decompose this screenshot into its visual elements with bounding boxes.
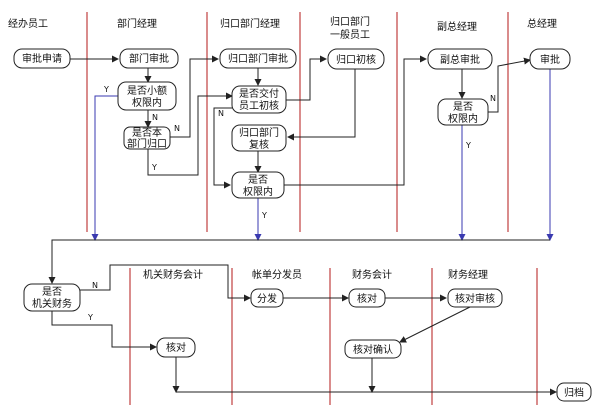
node-org-check-label: 核对 <box>166 341 186 354</box>
lane-header-staff: 经办员工 <box>8 17 48 30</box>
node-owner-recheck-label-2: 复核 <box>249 138 269 151</box>
node-own-dept-label-2: 部门归口 <box>127 137 167 150</box>
lane-header-owner-staff-2: 一般员工 <box>330 28 370 41</box>
node-acct-check: 核对 <box>348 288 386 308</box>
node-acct-check-label: 核对 <box>357 292 377 305</box>
node-owner-mgr-approve-label: 归口部门审批 <box>228 52 288 65</box>
edge <box>147 92 233 176</box>
lane-header-owner-dept-manager: 归口部门经理 <box>220 17 280 30</box>
node-deputy-within-label-1: 是否 <box>453 101 473 113</box>
lane-header-accountant: 财务会计 <box>352 268 392 281</box>
node-is-org-finance-label-1: 是否 <box>42 286 62 298</box>
edge <box>80 264 251 302</box>
edge <box>284 55 427 186</box>
node-gm-approve-label: 审批 <box>540 53 560 66</box>
node-deputy-approve-label: 副总审批 <box>440 53 480 66</box>
node-deputy-approve: 副总审批 <box>427 48 493 70</box>
edge <box>399 306 471 343</box>
node-need-staff: 是否交付 员工初核 <box>231 85 287 114</box>
node-owner-recheck-label-1: 归口部门 <box>239 126 279 139</box>
lane-header-ledger-distributor: 帐单分发员 <box>252 268 302 281</box>
lane-header-finance-manager: 财务经理 <box>448 268 488 281</box>
node-is-org-finance: 是否 机关财务 <box>23 283 81 312</box>
node-owner-first-check-label: 归口初核 <box>336 53 376 66</box>
lane-header-deputy-gm: 副总经理 <box>437 20 477 33</box>
edge <box>48 239 550 284</box>
edge-label-y: Y <box>103 85 109 94</box>
node-confirm-check-label: 核对确认 <box>353 343 393 356</box>
node-dept-approve-label: 部门审批 <box>129 52 169 65</box>
edge <box>91 95 120 241</box>
edge-label-n: N <box>490 94 496 103</box>
node-owner-recheck: 归口部门 复核 <box>231 124 287 152</box>
node-distribute: 分发 <box>250 288 284 308</box>
edge-label-n: N <box>174 124 180 133</box>
node-own-dept-label-1: 是否本 <box>132 126 162 139</box>
node-within-auth-label-1: 是否 <box>248 174 268 186</box>
node-deputy-within: 是否 权限内 <box>437 98 489 126</box>
lane-header-gm: 总经理 <box>527 17 557 30</box>
node-is-org-finance-label-2: 机关财务 <box>32 297 72 310</box>
edge-label-y: Y <box>151 163 157 172</box>
edge <box>286 55 327 101</box>
node-need-staff-label-2: 员工初核 <box>239 99 279 112</box>
node-need-staff-label-1: 是否交付 <box>239 87 279 100</box>
node-mgr-check: 核对审核 <box>447 288 503 308</box>
edge <box>51 310 157 351</box>
node-small-amount: 是否小额 权限内 <box>117 81 177 111</box>
edge <box>488 57 531 113</box>
node-apply-label: 审批申请 <box>22 52 62 65</box>
edge-label-y: Y <box>87 313 93 322</box>
node-mgr-check-label: 核对审核 <box>455 292 495 305</box>
node-archive-label: 归档 <box>564 386 584 399</box>
node-owner-first-check: 归口初核 <box>327 48 385 70</box>
node-distribute-label: 分发 <box>257 292 277 305</box>
node-org-check: 核对 <box>156 337 196 358</box>
node-deputy-within-label-2: 权限内 <box>448 112 478 125</box>
node-owner-mgr-approve: 归口部门审批 <box>219 48 297 69</box>
node-within-auth-label-2: 权限内 <box>243 185 273 198</box>
node-gm-approve: 审批 <box>529 48 571 70</box>
node-confirm-check: 核对确认 <box>344 339 402 359</box>
lane-header-org-accountant: 机关财务会计 <box>143 268 203 281</box>
node-apply: 审批申请 <box>13 48 71 69</box>
node-own-dept: 是否本 部门归口 <box>123 126 171 150</box>
edge-label-n: N <box>218 109 224 118</box>
lane-header-dept-manager: 部门经理 <box>117 17 157 30</box>
edge <box>287 69 356 141</box>
edge-label-y: Y <box>261 211 267 220</box>
node-small-amount-label-1: 是否小额 <box>127 84 167 97</box>
node-dept-approve: 部门审批 <box>119 48 179 69</box>
edge-label-n: N <box>92 281 98 290</box>
node-small-amount-label-2: 权限内 <box>132 96 162 109</box>
edge <box>213 107 232 189</box>
edge-label-y: Y <box>465 141 471 150</box>
lane-header-owner-staff-1: 归口部门 <box>330 15 370 28</box>
node-within-auth: 是否 权限内 <box>231 171 285 199</box>
node-archive: 归档 <box>556 382 592 402</box>
edge <box>170 55 219 138</box>
edge-label-n: N <box>152 113 158 122</box>
